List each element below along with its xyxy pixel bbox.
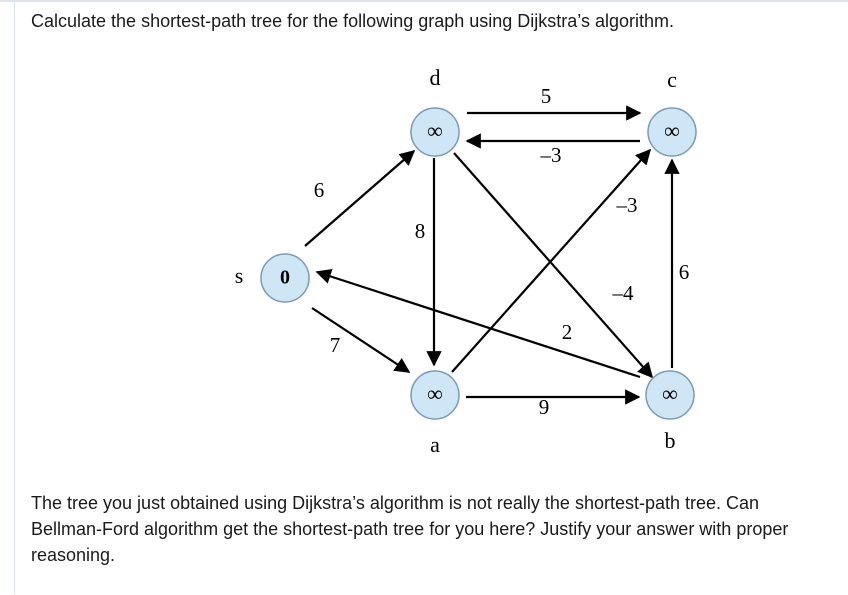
- edge-weight-s-a: 7: [330, 333, 341, 357]
- node-d: [410, 107, 460, 157]
- edges: [304, 105, 680, 405]
- node-label-a: a: [430, 432, 440, 457]
- node-c: [647, 107, 697, 157]
- edge-weight-b-s: 2: [562, 320, 573, 344]
- node-value-b: ∞: [662, 381, 678, 406]
- node-a: [410, 370, 460, 420]
- edge-b-s: [315, 268, 641, 379]
- panel-top-border: [0, 0, 848, 2]
- edge-weights: 6 7 5 –3 8 –4 –3 9 6 2: [314, 84, 690, 419]
- edge-s-d: [304, 149, 416, 247]
- edge-weight-d-c: 5: [541, 84, 552, 108]
- node-b: [645, 370, 695, 420]
- edge-weight-a-b: 9: [539, 395, 550, 419]
- edge-a-c: [451, 148, 652, 373]
- edge-weight-s-d: 6: [314, 178, 325, 202]
- panel-left-border: [14, 2, 15, 594]
- edge-s-a: [311, 307, 411, 373]
- node-value-s: 0: [280, 267, 290, 289]
- node-value-d: ∞: [427, 118, 443, 143]
- followup-question-text: The tree you just obtained using Dijkstr…: [31, 493, 789, 565]
- edge-weight-b-c: 6: [679, 260, 690, 284]
- node-label-c: c: [667, 67, 677, 92]
- node-s: [260, 253, 310, 303]
- edge-weight-a-c: –3: [616, 193, 638, 217]
- edge-weight-c-d: –3: [540, 143, 562, 167]
- edge-d-b: [453, 152, 654, 379]
- edge-weight-d-b: –4: [612, 281, 635, 305]
- node-label-d: d: [430, 65, 441, 90]
- node-label-s: s: [235, 263, 244, 288]
- question-text: Calculate the shortest-path tree for the…: [31, 11, 674, 31]
- node-label-b: b: [665, 428, 676, 453]
- edge-weight-d-a: 8: [415, 219, 426, 243]
- node-value-c: ∞: [664, 118, 680, 143]
- node-value-a: ∞: [427, 381, 443, 406]
- nodes: 0 s ∞ d ∞ c ∞ a ∞ b: [235, 65, 697, 457]
